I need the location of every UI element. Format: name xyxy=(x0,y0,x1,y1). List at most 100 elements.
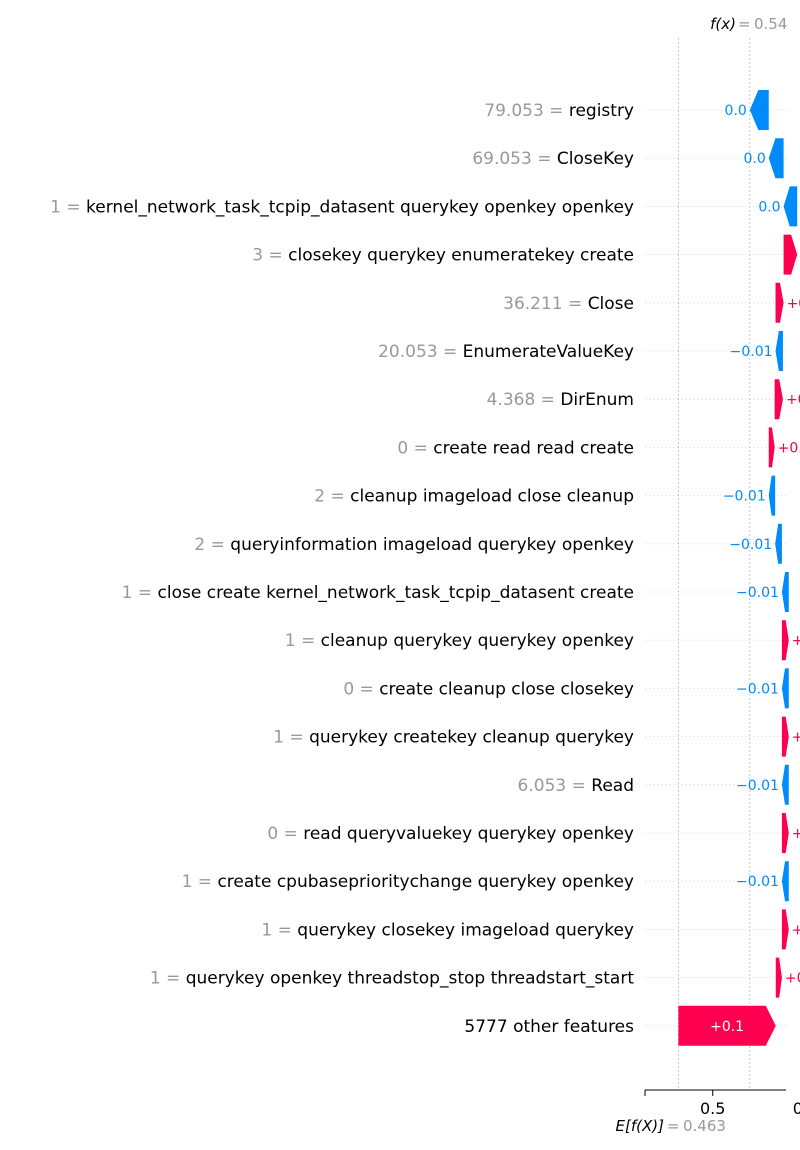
feature-value: 1 = xyxy=(150,969,186,989)
fx-prefix: f(x) xyxy=(710,15,736,33)
feature-value: 20.053 = xyxy=(378,342,463,362)
feature-name: cleanup imageload close cleanup xyxy=(350,487,634,507)
feature-label: 1 = cleanup querykey querykey openkey xyxy=(285,631,634,651)
feature-label: 20.053 = EnumerateValueKey xyxy=(378,342,634,362)
feature-name: CloseKey xyxy=(557,149,634,169)
bar-neg xyxy=(783,186,798,227)
feature-label: 79.053 = registry xyxy=(484,101,634,121)
bar-pos xyxy=(781,716,789,757)
feature-name: 5777 other features xyxy=(464,1017,634,1037)
bar-value-label: −0.01 xyxy=(736,585,779,601)
x-axis: 0.5 0.6 xyxy=(644,1089,800,1118)
feature-value: 1 = xyxy=(182,872,218,892)
feature-value: 6.053 = xyxy=(518,776,592,796)
feature-label: 1 = kernel_network_task_tcpip_datasent q… xyxy=(50,197,634,217)
feature-label: 0 = create cleanup close closekey xyxy=(343,679,634,699)
feature-name: create read read create xyxy=(433,438,634,458)
bar-value-label: +0.1 xyxy=(710,1019,744,1035)
feature-name: create cleanup close closekey xyxy=(379,679,634,699)
fx-label: f(x) = 0.54 xyxy=(710,15,787,33)
bar-value-label: −0.01 xyxy=(736,778,779,794)
bar-pos xyxy=(775,282,784,323)
bar-value-label: +0.01 xyxy=(792,633,800,649)
bar-value-label: +0.01 xyxy=(778,440,800,456)
bar-value-label: +0.01 xyxy=(786,392,800,408)
feature-name: EnumerateValueKey xyxy=(463,342,634,362)
feature-value: 2 = xyxy=(194,535,230,555)
x-tick-label: 0.5 xyxy=(700,1099,725,1118)
bar-value-label: −0.01 xyxy=(736,874,779,890)
bar-neg xyxy=(775,523,782,564)
bar-value-label: +0.01 xyxy=(785,971,800,987)
bar-value-label: +0.01 xyxy=(792,826,800,842)
bar-pos xyxy=(781,813,789,853)
feature-value: 0 = xyxy=(397,438,433,458)
feature-label: 0 = create read read create xyxy=(397,438,634,458)
efx-prefix: E[f(X)] xyxy=(616,1117,665,1135)
bar-pos xyxy=(775,957,782,998)
bar-neg xyxy=(768,138,784,179)
label-layer: 0.0 79.053 = registry 0.0 69.053 = CloseKey… xyxy=(50,101,800,1037)
feature-value: 1 = xyxy=(261,920,297,940)
feature-label: 1 = querykey openkey threadstop_stop thr… xyxy=(150,969,635,989)
bar-value-label: +0.01 xyxy=(792,922,800,938)
feature-value: 0 = xyxy=(267,824,303,844)
feature-label: 1 = create cpubasepriority​change queryk… xyxy=(182,872,634,892)
feature-value: 0 = xyxy=(343,679,379,699)
bar-neg xyxy=(781,668,789,709)
bar-pos xyxy=(768,427,775,468)
feature-name: read queryvaluekey querykey openkey xyxy=(303,824,634,844)
feature-name: Close xyxy=(588,294,634,314)
bar-pos xyxy=(774,379,783,420)
feature-label: 0 = read queryvaluekey querykey openkey xyxy=(267,824,634,844)
bar-value-label: +0.01 xyxy=(792,730,800,746)
bar-neg xyxy=(781,572,789,612)
x-tick-label: 0.6 xyxy=(793,1099,800,1118)
feature-label: 36.211 = Close xyxy=(503,294,634,314)
bar-pos xyxy=(781,620,789,661)
bar-value-label: −0.01 xyxy=(736,681,779,697)
bar-pos xyxy=(678,1005,776,1046)
fx-value: 0.54 xyxy=(754,15,787,33)
bar-pos xyxy=(783,234,798,275)
bar-value-label: +0.01 xyxy=(787,296,800,312)
bar-pos xyxy=(781,909,789,950)
bar-value-label: 0.0 xyxy=(725,103,747,119)
bar-neg xyxy=(781,764,789,805)
efx-equals: = xyxy=(667,1117,680,1135)
bar-value-label: −0.01 xyxy=(730,344,773,360)
feature-name: closekey querykey enumeratekey create xyxy=(288,246,634,266)
feature-name: querykey openkey threadstop_stop threads… xyxy=(186,969,635,989)
bar-neg xyxy=(768,475,776,516)
feature-label: 1 = querykey createkey cleanup querykey xyxy=(273,728,634,748)
feature-name: querykey createkey cleanup querykey xyxy=(309,728,634,748)
feature-name: querykey closekey imageload querykey xyxy=(297,920,634,940)
feature-value: 79.053 = xyxy=(484,101,569,121)
feature-name: create cpubasepriority​change querykey o… xyxy=(217,872,634,892)
feature-label: 69.053 = CloseKey xyxy=(472,149,634,169)
efx-label: E[f(X)] = 0.463 xyxy=(616,1117,726,1135)
feature-value: 1 = xyxy=(122,583,158,603)
bar-value-label: −0.01 xyxy=(723,489,766,505)
feature-name: kernel_network_task_tcpip_datasent query… xyxy=(86,197,634,217)
bar-neg xyxy=(749,90,769,130)
feature-value: 3 = xyxy=(252,246,288,266)
feature-label: 3 = closekey querykey enumeratekey creat… xyxy=(252,246,634,266)
feature-label: 2 = queryinformation imageload querykey … xyxy=(194,535,634,555)
efx-value: 0.463 xyxy=(683,1117,726,1135)
feature-value: 1 = xyxy=(285,631,321,651)
feature-label: 5777 other features xyxy=(464,1017,634,1037)
bar-layer xyxy=(678,90,798,1046)
feature-value: 4.368 = xyxy=(487,390,561,410)
guide-layer xyxy=(677,38,751,1090)
bar-value-label: 0.0 xyxy=(758,199,780,215)
feature-name: close create kernel_network_task_tcpip_d… xyxy=(158,583,634,603)
feature-name: Read xyxy=(591,776,634,796)
feature-value: 1 = xyxy=(50,197,86,217)
bar-value-label: 0.0 xyxy=(743,151,765,167)
bar-value-label: −0.01 xyxy=(729,537,772,553)
feature-name: DirEnum xyxy=(560,390,634,410)
feature-value: 1 = xyxy=(273,728,309,748)
feature-name: queryinformation imageload querykey open… xyxy=(230,535,634,555)
